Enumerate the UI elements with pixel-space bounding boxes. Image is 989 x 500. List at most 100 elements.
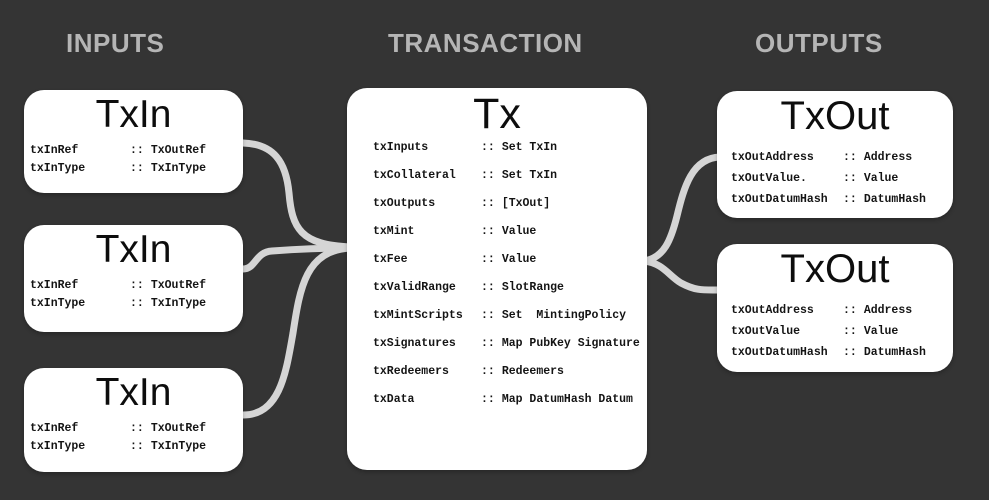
- field-name: txMintScripts: [373, 309, 463, 322]
- connector-tx-to-txout2: [640, 257, 724, 294]
- type-separator: ::: [481, 309, 495, 322]
- field-row: txOutAddress::Address: [731, 147, 953, 168]
- type-separator: ::: [481, 253, 495, 266]
- txout-box-1-title: TxOut: [780, 94, 890, 138]
- field-name: txInType: [30, 440, 86, 453]
- field-type: Set TxIn: [501, 169, 558, 182]
- field-type: Map DatumHash Datum: [501, 393, 633, 406]
- field-name: txInRef: [30, 144, 79, 157]
- type-separator: ::: [843, 151, 857, 164]
- field-row: txRedeemers::Redeemers: [373, 358, 647, 386]
- field-name: txValidRange: [373, 281, 456, 294]
- txin-box-2: TxIn txInRef::TxOutRef txInType::TxInTyp…: [24, 225, 243, 332]
- type-separator: ::: [481, 365, 495, 378]
- field-type: [TxOut]: [501, 197, 551, 210]
- type-separator: ::: [843, 325, 857, 338]
- connector-txin2-to-tx: [239, 244, 355, 273]
- field-row: txOutValue.::Value: [731, 168, 953, 189]
- field-name: txOutValue: [731, 325, 801, 338]
- txin-box-3-title: TxIn: [95, 371, 172, 414]
- field-name: txFee: [373, 253, 408, 266]
- field-type: Value: [863, 172, 899, 185]
- field-type: DatumHash: [863, 346, 926, 359]
- txin-box-1-title: TxIn: [95, 93, 172, 136]
- type-separator: ::: [481, 281, 495, 294]
- type-separator: ::: [481, 225, 495, 238]
- tx-box-title: Tx: [473, 90, 521, 138]
- field-row: txInType::TxInType: [30, 438, 243, 456]
- type-separator: ::: [843, 304, 857, 317]
- type-separator: ::: [130, 162, 144, 175]
- txout-box-2-title: TxOut: [780, 247, 890, 291]
- type-separator: ::: [843, 193, 857, 206]
- field-type: SlotRange: [501, 281, 564, 294]
- field-row: txMint::Value: [373, 218, 647, 246]
- type-separator: ::: [481, 197, 495, 210]
- field-name: txMint: [373, 225, 415, 238]
- field-type: Redeemers: [501, 365, 564, 378]
- connector-txin3-to-tx: [239, 244, 355, 419]
- field-name: txInRef: [30, 279, 79, 292]
- field-type: TxInType: [150, 440, 207, 453]
- type-separator: ::: [130, 279, 144, 292]
- field-type: Set MintingPolicy: [501, 309, 627, 322]
- field-row: txSignatures::Map PubKey Signature: [373, 330, 647, 358]
- transaction-column-header: TRANSACTION: [388, 28, 583, 58]
- type-separator: ::: [130, 440, 144, 453]
- field-name: txInRef: [30, 422, 79, 435]
- field-row: txInType::TxInType: [30, 295, 243, 313]
- field-name: txOutputs: [373, 197, 436, 210]
- txout-box-2: TxOut txOutAddress::Address txOutValue::…: [717, 244, 953, 372]
- field-type: TxOutRef: [150, 422, 207, 435]
- field-row: txOutDatumHash::DatumHash: [731, 342, 953, 363]
- connector-txin1-to-tx: [239, 139, 355, 251]
- field-name: txOutDatumHash: [731, 193, 828, 206]
- field-row: txInRef::TxOutRef: [30, 420, 243, 438]
- field-type: Address: [863, 151, 913, 164]
- field-name: txSignatures: [373, 337, 456, 350]
- field-name: txInType: [30, 162, 86, 175]
- tx-box: Tx txInputs::Set TxIn txCollateral::Set …: [347, 88, 647, 470]
- field-name: txData: [373, 393, 415, 406]
- field-row: txInRef::TxOutRef: [30, 142, 243, 160]
- field-row: txInputs::Set TxIn: [373, 134, 647, 162]
- field-row: txOutAddress::Address: [731, 300, 953, 321]
- field-type: TxInType: [150, 297, 207, 310]
- field-row: txData::Map DatumHash Datum: [373, 386, 647, 414]
- field-type: DatumHash: [863, 193, 926, 206]
- field-type: Address: [863, 304, 913, 317]
- inputs-column-header: INPUTS: [66, 28, 165, 58]
- field-row: txInRef::TxOutRef: [30, 277, 243, 295]
- field-type: Value: [501, 225, 537, 238]
- field-row: txMintScripts::Set MintingPolicy: [373, 302, 647, 330]
- txout-box-1: TxOut txOutAddress::Address txOutValue.:…: [717, 91, 953, 218]
- type-separator: ::: [481, 169, 495, 182]
- field-row: txInType::TxInType: [30, 160, 243, 178]
- type-separator: ::: [481, 337, 495, 350]
- field-name: txCollateral: [373, 169, 456, 182]
- field-row: txFee::Value: [373, 246, 647, 274]
- field-type: Value: [863, 325, 899, 338]
- field-type: Set TxIn: [501, 141, 558, 154]
- field-name: txOutAddress: [731, 304, 814, 317]
- field-row: txOutValue::Value: [731, 321, 953, 342]
- field-type: TxOutRef: [150, 144, 207, 157]
- type-separator: ::: [130, 422, 144, 435]
- field-type: TxInType: [150, 162, 207, 175]
- txin-box-2-title: TxIn: [95, 228, 172, 271]
- type-separator: ::: [130, 144, 144, 157]
- txin-box-3: TxIn txInRef::TxOutRef txInType::TxInTyp…: [24, 368, 243, 472]
- field-row: txOutDatumHash::DatumHash: [731, 189, 953, 210]
- type-separator: ::: [481, 393, 495, 406]
- connector-tx-to-txout1: [640, 153, 724, 265]
- outputs-column-header: OUTPUTS: [755, 28, 883, 58]
- field-name: txRedeemers: [373, 365, 449, 378]
- field-row: txOutputs::[TxOut]: [373, 190, 647, 218]
- field-name: txInputs: [373, 141, 429, 154]
- field-row: txCollateral::Set TxIn: [373, 162, 647, 190]
- field-type: Map PubKey Signature: [501, 337, 640, 350]
- type-separator: ::: [130, 297, 144, 310]
- field-name: txInType: [30, 297, 86, 310]
